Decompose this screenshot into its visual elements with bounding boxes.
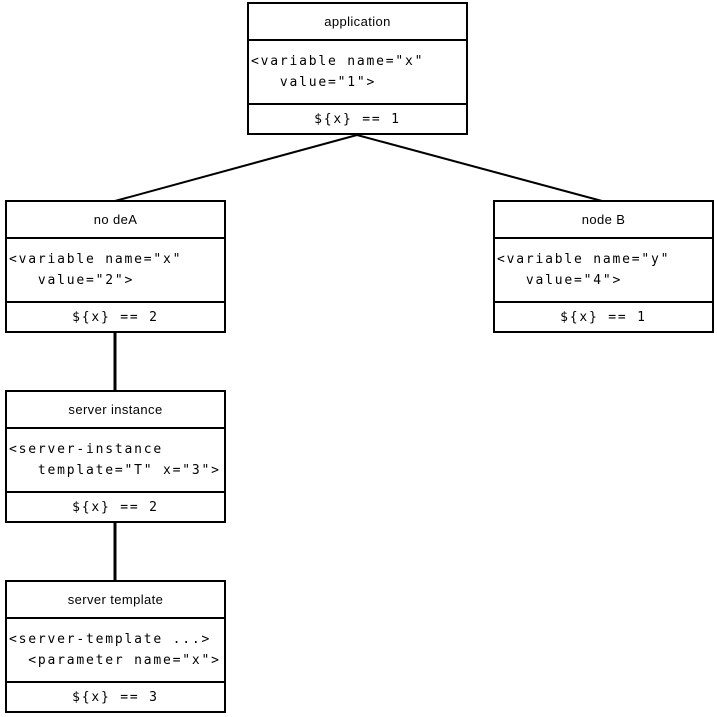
node-application-condition: ${x} == 1 [314,111,401,127]
node-server-instance-condition: ${x} == 2 [72,499,159,515]
node-server-template-condition: ${x} == 3 [72,689,159,705]
node-nodeA-xml: <variable name="x" value="2"> [7,237,224,303]
node-nodeB-condition: ${x} == 1 [560,309,647,325]
node-server-template: server template <server-template ...> <p… [5,580,226,713]
node-server-instance-title: server instance [68,402,163,417]
edge-application-nodeB [356,134,603,202]
xml-line-2: value="4"> [497,273,623,288]
node-nodeA-title: no deA [93,212,138,227]
node-application: application <variable name="x" value="1"… [247,2,468,135]
node-server-instance: server instance <server-instance templat… [5,390,226,523]
node-server-template-title: server template [67,592,164,607]
node-server-instance-xml: <server-instance template="T" x="3"> [7,427,224,493]
xml-line-1: <variable name="x" [251,54,425,69]
xml-line-1: <variable name="y" [497,252,671,267]
node-nodeB-title: node B [581,212,626,227]
xml-line-2: value="2"> [9,273,135,288]
xml-line-1: <variable name="x" [9,252,183,267]
xml-line-2: value="1"> [251,75,377,90]
node-nodeA-condition: ${x} == 2 [72,309,159,325]
node-application-title: application [324,14,391,29]
node-application-xml: <variable name="x" value="1"> [249,39,466,105]
xml-line-1: <server-template ...> [9,632,212,647]
xml-line-2: template="T" x="3"> [9,463,221,478]
node-server-template-xml: <server-template ...> <parameter name="x… [7,617,224,683]
xml-line-1: <server-instance [9,442,164,457]
edge-application-nodeA [114,134,358,202]
xml-line-2: <parameter name="x"> [9,653,221,668]
node-nodeA: no deA <variable name="x" value="2"> ${x… [5,200,226,333]
node-nodeB-xml: <variable name="y" value="4"> [495,237,712,303]
node-nodeB: node B <variable name="y" value="4"> ${x… [493,200,714,333]
